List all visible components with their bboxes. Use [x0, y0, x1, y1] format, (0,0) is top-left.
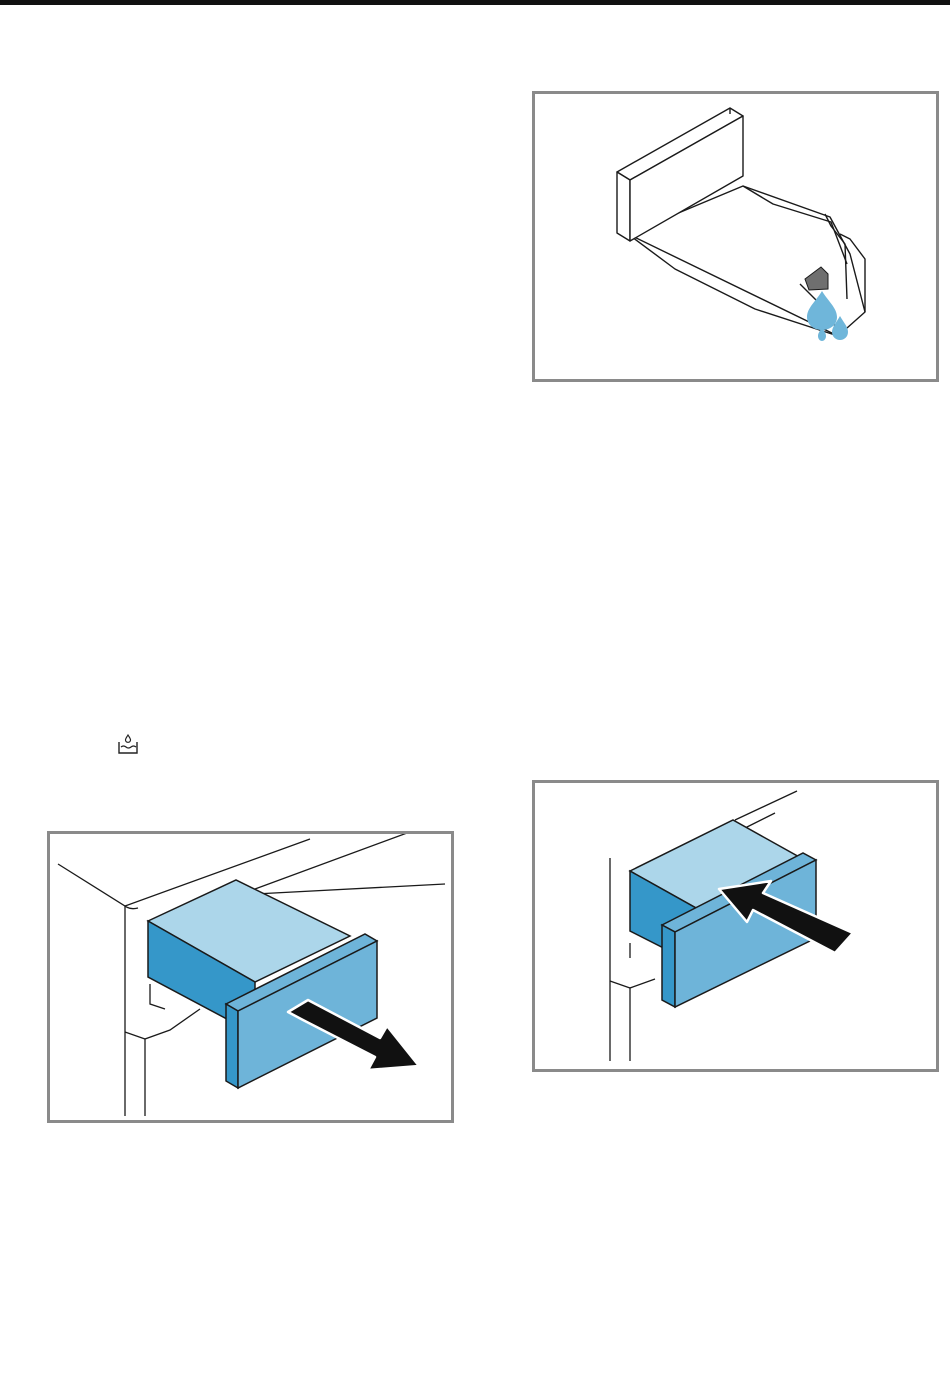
pull-out-drawing — [50, 834, 451, 1120]
drawer-front-edge — [662, 925, 675, 1007]
water-tub-icon — [117, 733, 139, 755]
drawer-front-edge — [226, 1004, 238, 1088]
dispenser-drip-illustration — [532, 91, 939, 382]
pull-out-drawer-illustration — [47, 831, 454, 1123]
push-in-drawer-illustration — [532, 780, 939, 1072]
push-in-drawing — [535, 783, 936, 1069]
housing-top-edge — [58, 839, 310, 906]
insert-cap-end — [617, 172, 630, 241]
dispenser-drip-drawing — [535, 94, 936, 379]
header-rule — [0, 0, 950, 5]
